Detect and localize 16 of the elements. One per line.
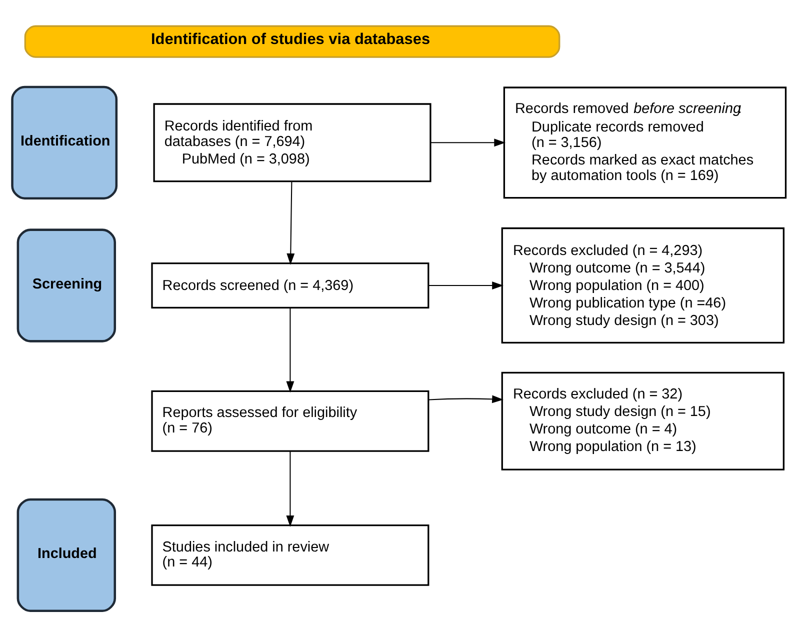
node-box: Records identified from databases (n = 7,694) PubMed (n = 3,098) xyxy=(153,103,432,182)
node-box: Records excluded (n = 32) Wrong study design (n = 15) Wrong outcome (n = 4) Wrong population (n = 13) xyxy=(501,372,784,470)
arrow xyxy=(286,451,294,527)
node-box: Reports assessed for eligibility (n = 76) xyxy=(151,390,430,452)
arrow xyxy=(428,282,504,290)
node-box: Studies included in review (n = 44) xyxy=(151,524,430,586)
node-box: Records screened (n = 4,369) xyxy=(151,262,430,308)
node-box: Included xyxy=(16,498,116,612)
node-box: Identification xyxy=(11,86,118,200)
node-box: Records excluded (n = 4,293) Wrong outcome (n = 3,544) Wrong population (n = 400) Wrong publication type (n =46) Wrong study design (n = 303) xyxy=(501,227,784,344)
arrow xyxy=(430,138,506,147)
node-box: Identification of studies via databases xyxy=(24,25,560,58)
node-box: Screening xyxy=(16,228,116,342)
arrow xyxy=(286,308,294,393)
arrow xyxy=(428,395,504,404)
arrow xyxy=(286,181,295,265)
